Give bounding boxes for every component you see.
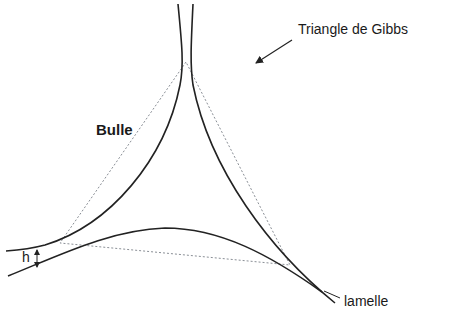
region-label: Bulle: [96, 122, 133, 139]
gibbs-triangle: [60, 62, 290, 265]
film-line: [191, 4, 335, 303]
annotation-label: Triangle de Gibbs: [298, 22, 408, 37]
dimension-label: h: [22, 250, 30, 265]
pointer-arrow: [256, 40, 292, 63]
annotation-label: lamelle: [344, 294, 388, 309]
thickness-arrow: [37, 250, 38, 267]
film-line: [8, 228, 322, 292]
leader-line: [324, 291, 340, 298]
film-line: [6, 4, 182, 251]
